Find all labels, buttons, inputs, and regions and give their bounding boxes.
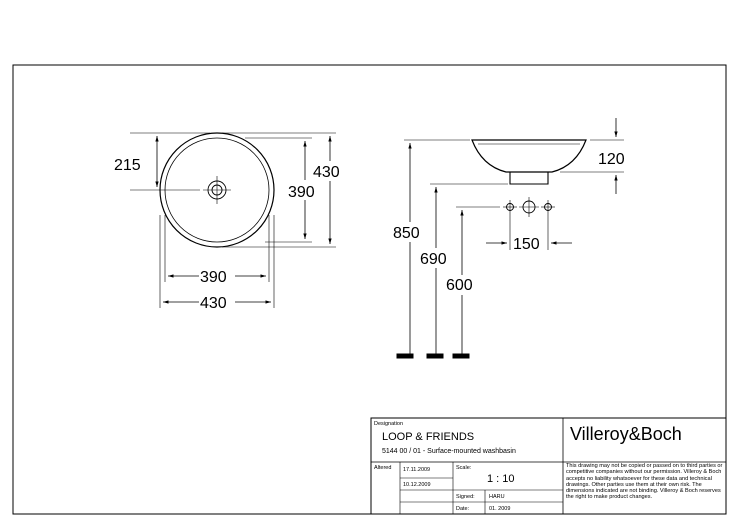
connection-centre-drain <box>519 197 539 217</box>
side-view <box>396 118 624 359</box>
dim-215-label: 215 <box>114 157 141 174</box>
floor-marker-600 <box>452 353 470 359</box>
dim-390-horizontal-label: 390 <box>200 269 227 286</box>
dim-390-vertical-label: 390 <box>288 184 315 201</box>
dim-150-label: 150 <box>513 236 540 253</box>
altered-date-1: 17.11.2009 <box>403 467 430 473</box>
drawing-frame <box>12 64 727 515</box>
dim-430-horizontal-label: 430 <box>200 295 227 312</box>
dim-430-vertical-label: 430 <box>313 164 340 181</box>
product-line: LOOP & FRIENDS <box>382 431 474 443</box>
dim-850-label: 850 <box>393 225 420 242</box>
connection-left <box>503 200 517 214</box>
scale-value: 1 : 10 <box>487 473 515 485</box>
floor-marker-690 <box>426 353 444 359</box>
disclaimer-text: This drawing may not be copied or passed… <box>566 463 723 501</box>
designation-label: Designation <box>374 421 403 427</box>
floor-marker-850 <box>396 353 414 359</box>
signed-label: Signed: <box>456 494 475 500</box>
dim-120-label: 120 <box>598 151 625 168</box>
dim-690-label: 690 <box>420 251 447 268</box>
altered-label: Altered <box>374 465 391 471</box>
title-block <box>370 417 727 515</box>
date-label: Date: <box>456 506 470 512</box>
bowl-foot <box>509 172 549 185</box>
connection-right <box>541 200 555 214</box>
brand-name: Villeroy&Boch <box>570 424 682 444</box>
dim-600-label: 600 <box>446 277 473 294</box>
altered-date-2: 10.12.2009 <box>403 482 431 488</box>
signed-value: HARU <box>489 494 505 500</box>
bowl-profile <box>471 139 587 173</box>
date-value: 01. 2009 <box>489 506 510 512</box>
scale-label: Scale: <box>456 465 472 471</box>
product-description: 5144 00 / 01 - Surface-mounted washbasin <box>382 448 516 455</box>
